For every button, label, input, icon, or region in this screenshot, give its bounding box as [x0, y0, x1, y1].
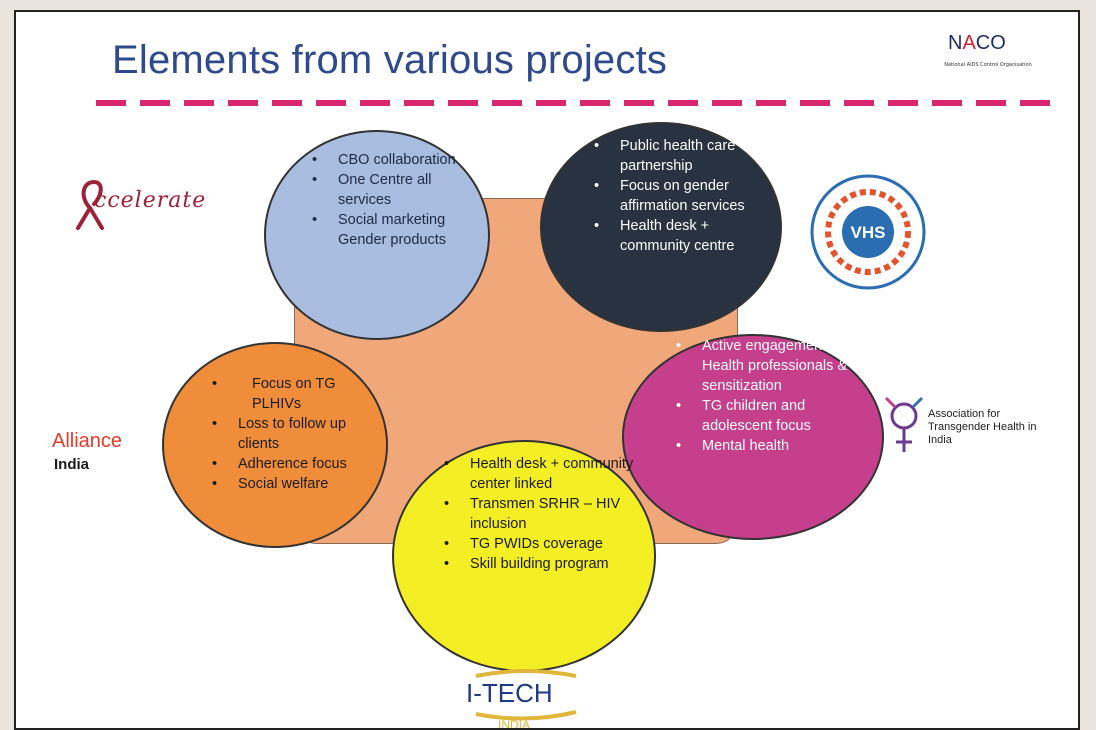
svg-text:VHS: VHS [851, 223, 886, 242]
vhs-logo: VHS [808, 172, 928, 292]
list-item: Focus on gender affirmation services [594, 176, 764, 216]
alliance-india-logo: Alliance India [52, 430, 152, 490]
itech-logo-text: I-TECH [466, 678, 553, 708]
health-desk-bullet-list: Health desk + community center linked Tr… [444, 454, 634, 574]
red-ribbon-icon [76, 180, 104, 230]
gender-symbol-icon [884, 396, 924, 452]
slide-title: Elements from various projects [112, 38, 668, 82]
list-item: Adherence focus [212, 454, 384, 474]
cbo-bullet-list: CBO collaboration One Centre all service… [312, 150, 472, 250]
list-item: Transmen SRHR – HIV inclusion [444, 494, 634, 534]
list-item: CBO collaboration [312, 150, 472, 170]
list-item: Health desk + community center linked [444, 454, 634, 494]
list-item: Skill building program [444, 554, 634, 574]
list-item: Mental health [676, 436, 856, 456]
itech-swoosh-icon [475, 669, 577, 721]
accelerate-logo: ccelerate [72, 178, 222, 232]
itech-logo-subtext: INDIA [498, 718, 531, 730]
ath-logo: Association for Transgender Health in In… [882, 390, 1058, 460]
list-item: Social welfare [212, 474, 384, 494]
list-item: Social marketing Gender products [312, 210, 472, 250]
naco-logo-subtitle: National AIDS Control Organisation [944, 62, 1032, 68]
list-item: TG children and adolescent focus [676, 396, 856, 436]
ath-logo-text: Association for Transgender Health in In… [928, 408, 1037, 446]
alliance-logo-text: Alliance [52, 430, 123, 452]
list-item: One Centre all services [312, 170, 472, 210]
list-item: Health desk + community centre [594, 216, 764, 256]
vhs-seal-icon: VHS [810, 174, 926, 290]
focus-tg-bullet-list: Focus on TG PLHIVs Loss to follow up cli… [212, 374, 384, 494]
naco-logo-mark: NACO [948, 32, 1006, 54]
itech-logo: I-TECH INDIA [446, 668, 606, 730]
public-health-bullet-list: Public health care partnership Focus on … [594, 136, 764, 256]
dashed-divider [96, 100, 1056, 106]
slide: Elements from various projects NACO Nati… [14, 10, 1080, 730]
accelerate-logo-text: ccelerate [94, 188, 207, 213]
list-item: Focus on TG PLHIVs [212, 374, 384, 414]
list-item: TG PWIDs coverage [444, 534, 634, 554]
naco-logo: NACO National AIDS Control Organisation [928, 32, 1048, 96]
list-item: Loss to follow up clients [212, 414, 384, 454]
active-engagement-bullet-list: Active engagement of Health professional… [676, 336, 856, 456]
list-item: Active engagement of Health professional… [676, 336, 856, 396]
list-item: Public health care partnership [594, 136, 764, 176]
alliance-logo-subtext: India [54, 456, 90, 473]
